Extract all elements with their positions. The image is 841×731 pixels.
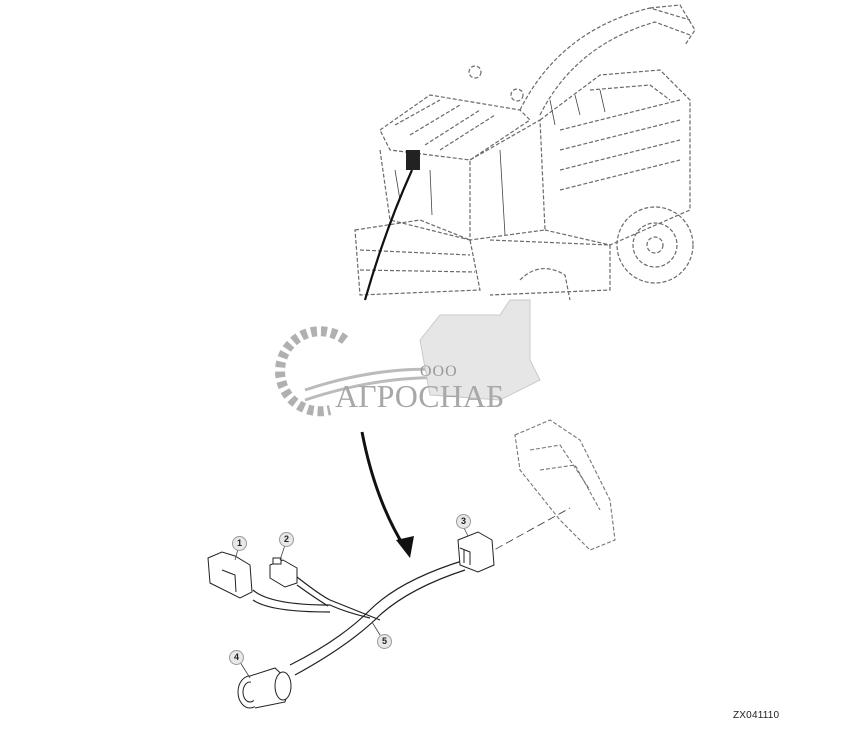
callout-5: 5: [377, 634, 392, 649]
arrow-head: [396, 536, 414, 558]
leader-curve-lower: [360, 431, 407, 549]
wiring-harness: [252, 559, 466, 676]
watermark-name: АГРОСНАБ: [335, 378, 505, 414]
connector-2-graphic: [269, 557, 298, 588]
callout-3: 3: [456, 514, 471, 529]
harvester-outline: [354, 4, 696, 301]
leader-curve-upper: [363, 169, 414, 301]
connector-3-graphic: [457, 531, 495, 573]
console-outline: [514, 419, 616, 551]
figure-id: ZX041110: [733, 710, 780, 721]
connector-3-leader-dash: [484, 507, 571, 556]
watermark-prefix: ООО: [420, 363, 458, 380]
callout-1: 1: [232, 536, 247, 551]
callout-2: 2: [279, 532, 294, 547]
connector-4-graphic: [237, 667, 292, 709]
watermark-logo: [275, 299, 541, 417]
callout-4: 4: [229, 650, 244, 665]
connector-1-graphic: [207, 551, 253, 599]
cab-connector-location: [406, 150, 420, 170]
